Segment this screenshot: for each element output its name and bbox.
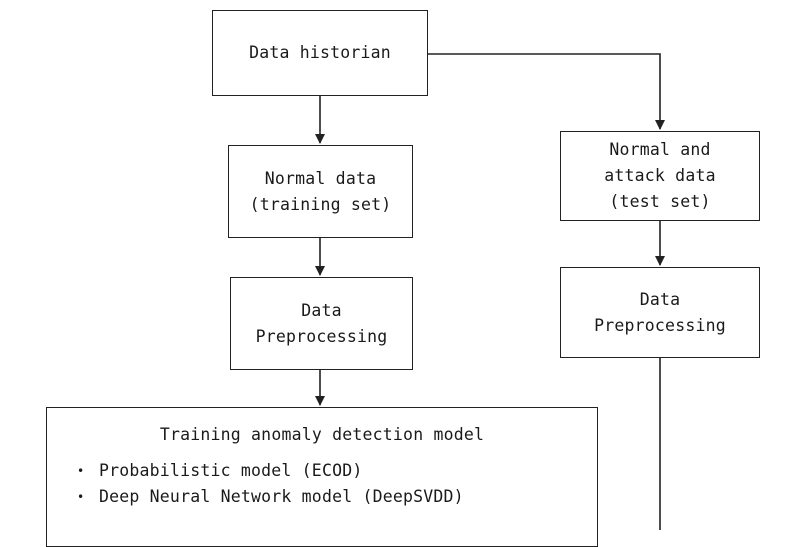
training-model-box: Training anomaly detection model Probabi…	[46, 407, 598, 547]
attack-data-box: Normal and attack data (test set)	[560, 131, 760, 221]
attack-data-line-1: Normal and	[609, 140, 711, 159]
normal-data-line-2: (training set)	[249, 194, 392, 214]
preprocessing-left-line-2: Preprocessing	[255, 326, 388, 346]
model-list: Probabilistic model (ECOD) Deep Neural N…	[47, 458, 597, 510]
preprocessing-left-box: Data Preprocessing	[230, 277, 413, 370]
attack-data-line-3: (test set)	[609, 192, 711, 211]
data-historian-box: Data historian	[212, 10, 428, 96]
normal-data-box: Normal data (training set)	[228, 145, 413, 238]
model-list-item: Deep Neural Network model (DeepSVDD)	[77, 484, 597, 510]
preprocessing-right-line-1: Data	[639, 289, 681, 309]
edge-historian-to-attack-data	[428, 53, 665, 130]
training-model-title: Training anomaly detection model	[159, 425, 485, 444]
preprocessing-right-box: Data Preprocessing	[560, 267, 760, 358]
preprocessing-right-line-2: Preprocessing	[594, 315, 726, 335]
data-historian-label: Data historian	[249, 43, 391, 62]
connectors	[315, 53, 665, 530]
preprocessing-left-line-1: Data	[301, 300, 342, 320]
attack-data-line-2: attack data	[604, 166, 716, 185]
model-list-item: Probabilistic model (ECOD)	[77, 458, 597, 484]
normal-data-line-1: Normal data	[264, 168, 377, 188]
